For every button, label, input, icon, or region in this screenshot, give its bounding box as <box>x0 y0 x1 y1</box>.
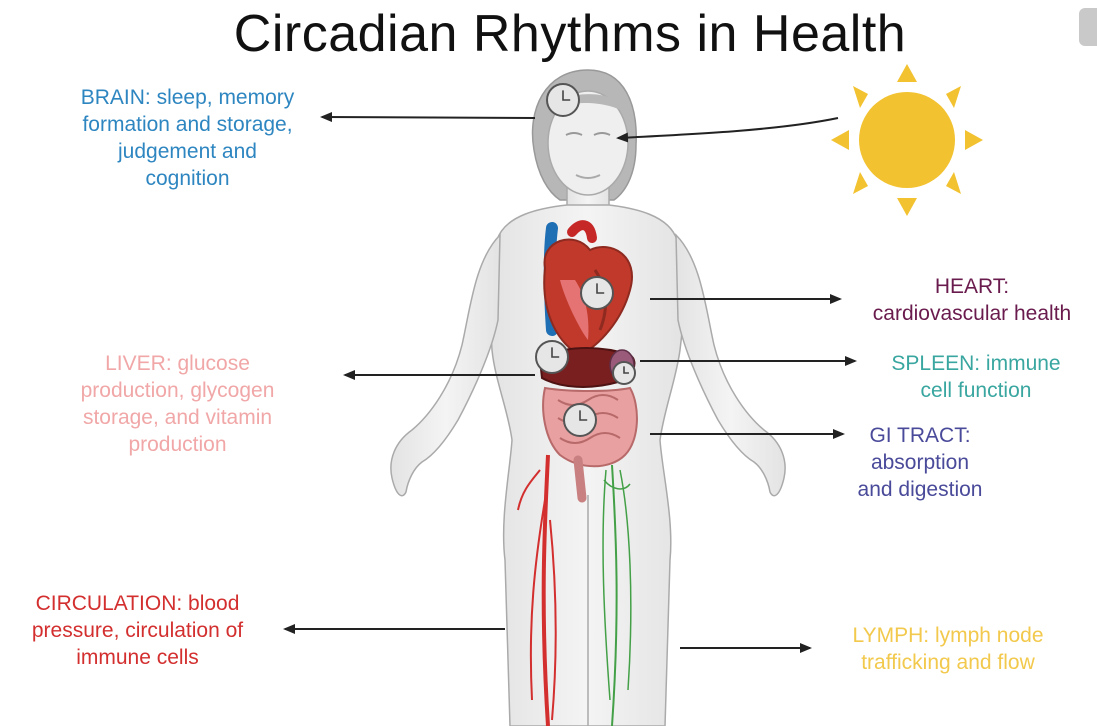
brain-label-line: cognition <box>50 165 325 192</box>
spleen-label-line: cell function <box>866 377 1086 404</box>
clock-icon <box>613 362 635 384</box>
lymph-label-line: trafficking and flow <box>828 649 1068 676</box>
brain-label-line: judgement and <box>50 138 325 165</box>
gi_tract-label-line: GI TRACT: <box>830 422 1010 449</box>
heart-label: HEART:cardiovascular health <box>852 273 1092 327</box>
spleen-label-line: SPLEEN: immune <box>866 350 1086 377</box>
gi_tract-label-line: and digestion <box>830 476 1010 503</box>
circulation-label-line: immune cells <box>5 644 270 671</box>
circulation-label-line: pressure, circulation of <box>5 617 270 644</box>
heart-label-line: cardiovascular health <box>852 300 1092 327</box>
liver-label-line: production, glycogen <box>40 377 315 404</box>
lymph-label-line: LYMPH: lymph node <box>828 622 1068 649</box>
clock-icon <box>536 341 568 373</box>
circulation-label-line: CIRCULATION: blood <box>5 590 270 617</box>
sun-icon <box>831 64 983 216</box>
liver-label-line: storage, and vitamin <box>40 404 315 431</box>
brain-label-line: formation and storage, <box>50 111 325 138</box>
gi_tract-label-line: absorption <box>830 449 1010 476</box>
arrow-sun-to-brain <box>618 118 838 138</box>
clock-icon <box>547 84 579 116</box>
arrow-to-brain-label <box>322 117 535 118</box>
clock-icon <box>564 404 596 436</box>
liver-label-line: LIVER: glucose <box>40 350 315 377</box>
brain-label-line: BRAIN: sleep, memory <box>50 84 325 111</box>
clock-icon <box>581 277 613 309</box>
liver-label-line: production <box>40 431 315 458</box>
heart-label-line: HEART: <box>852 273 1092 300</box>
